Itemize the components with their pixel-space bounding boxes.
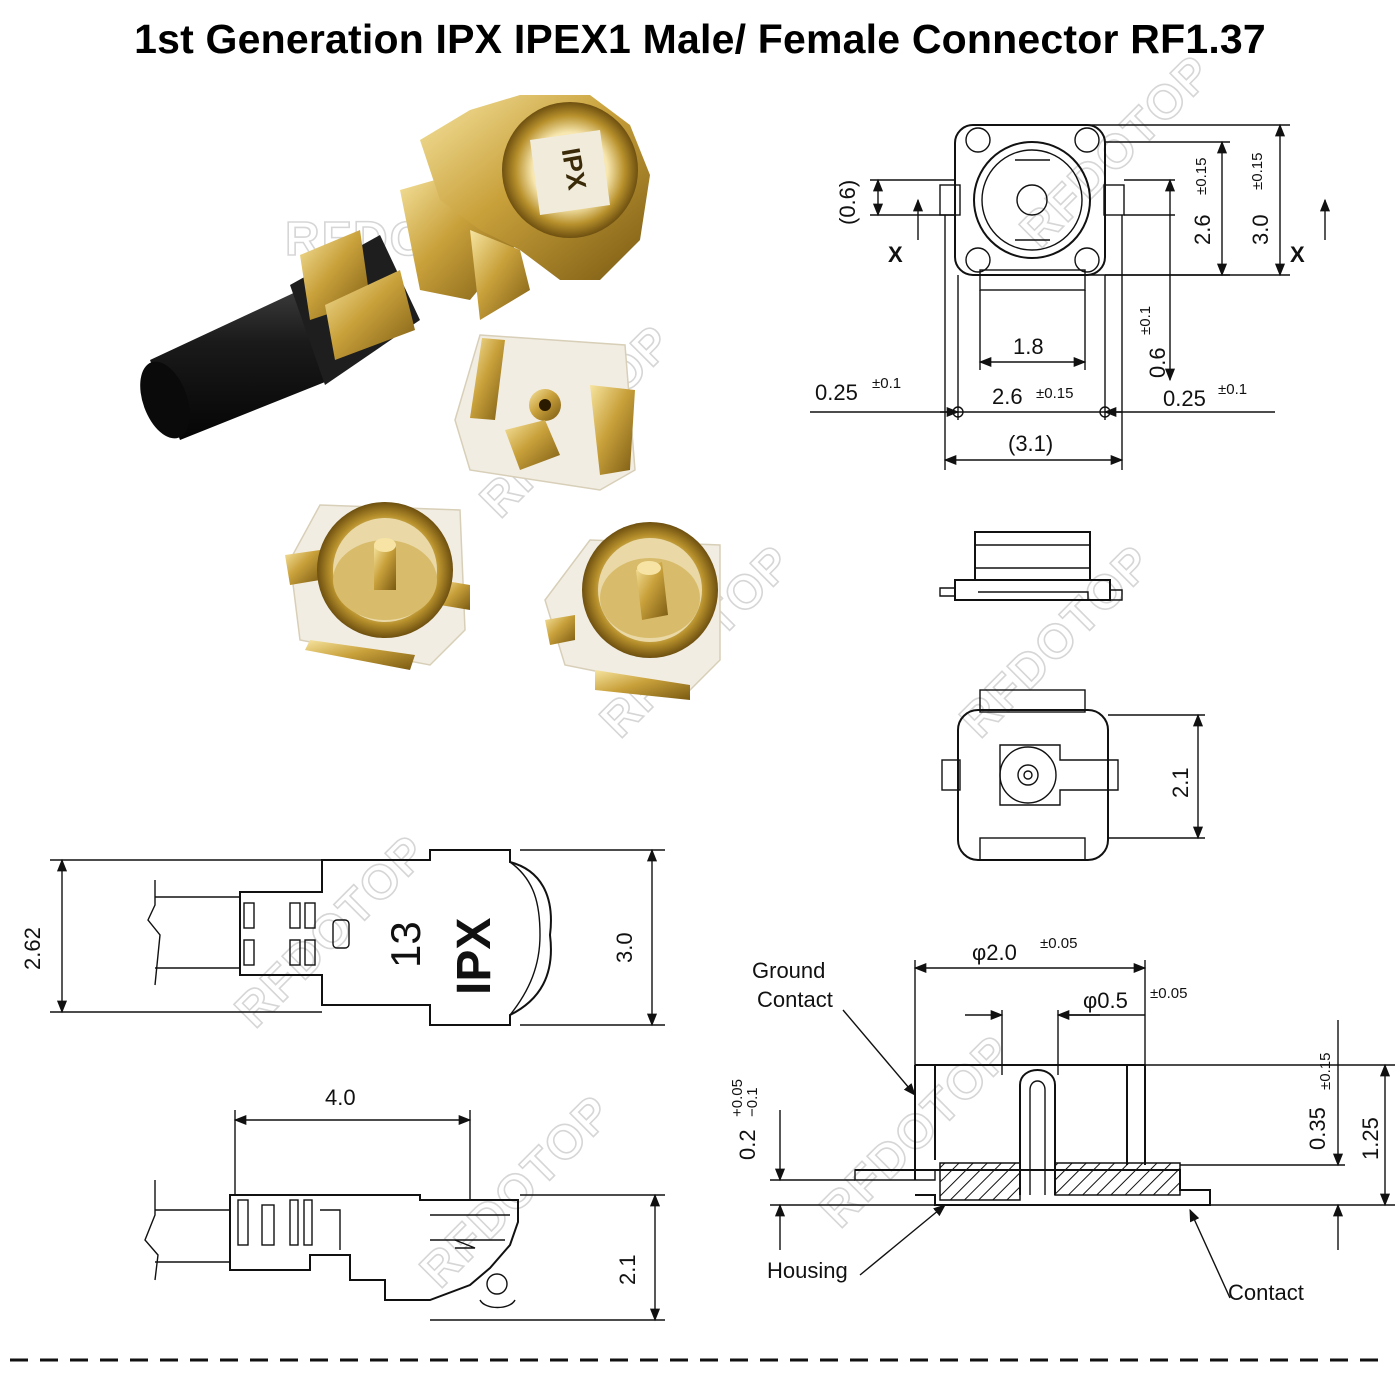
dim-bottom-height: 2.1: [1168, 767, 1193, 798]
dim-outer-dia-tol: ±0.05: [1040, 935, 1077, 952]
photo-receptacle-bottom: [454, 334, 636, 491]
plug-brand-marking: IPX: [448, 918, 501, 995]
dim-height-inner: 2.6: [1190, 214, 1215, 245]
photo-receptacle-left: [285, 502, 470, 670]
dim-plug-left-height: 2.62: [20, 927, 45, 970]
dim-mid-height-tol: ±0.15: [1317, 1053, 1334, 1090]
dim-height-outer-tol: ±0.15: [1249, 153, 1266, 190]
dim-total-height: 1.25: [1358, 1117, 1383, 1160]
label-ground: Ground: [752, 958, 825, 983]
dim-height-inner-tol: ±0.15: [1193, 158, 1210, 195]
dim-pin-dia: φ0.5: [1083, 988, 1128, 1013]
section-mark-right: X: [1290, 242, 1305, 267]
dim-pad-width: (0.6): [835, 180, 860, 225]
label-contact: Contact: [1228, 1280, 1304, 1305]
dim-base-tol-minus: −0.1: [744, 1087, 761, 1117]
dim-overall-width: (3.1): [1008, 431, 1053, 456]
dim-left-pad-tol: ±0.1: [872, 375, 901, 392]
dim-plug-side-height: 2.1: [615, 1254, 640, 1285]
dim-body-width-tol: ±0.15: [1036, 385, 1073, 402]
dim-pad-gap: 0.6: [1145, 347, 1170, 378]
watermark-text: RFDOTOP: [410, 1085, 623, 1298]
dim-plug-length: 4.0: [325, 1085, 356, 1110]
receptacle-top-view: X X 3.0 ±0.15 2.6 ±0.15 (0.6) 0.6 ±0.1 1…: [810, 123, 1331, 470]
page-title: 1st Generation IPX IPEX1 Male/ Female Co…: [134, 16, 1266, 62]
svg-text:IPX: IPX: [556, 146, 593, 193]
photo-receptacle-right: [544, 522, 721, 700]
dim-inner-width: 1.8: [1013, 334, 1044, 359]
dim-mid-height: 0.35: [1305, 1107, 1330, 1150]
dim-pin-dia-tol: ±0.05: [1150, 985, 1187, 1002]
receptacle-side-view: [939, 531, 1123, 601]
receptacle-cross-section: φ2.0 ±0.05 φ0.5 ±0.05 1.25 0.35 ±0.15 0.…: [729, 935, 1395, 1305]
plug-side-view: 4.0 2.1: [144, 1085, 665, 1322]
plug-top-view: 13 IPX 2.62 3.0: [20, 848, 665, 1027]
watermark-text: RFDOTOP: [950, 535, 1163, 748]
dim-plug-right-height: 3.0: [612, 932, 637, 963]
dim-right-pad-tol: ±0.1: [1218, 381, 1247, 398]
section-mark-left: X: [888, 242, 903, 267]
dim-body-width: 2.6: [992, 384, 1023, 409]
photo-cable-plug: IPX: [140, 95, 650, 440]
dim-height-outer: 3.0: [1248, 214, 1273, 245]
dim-left-pad: 0.25: [815, 380, 858, 405]
receptacle-bottom-view: 2.1: [941, 689, 1205, 861]
label-ground-contact: Contact: [757, 987, 833, 1012]
dim-outer-dia: φ2.0: [972, 940, 1017, 965]
dim-right-pad: 0.25: [1163, 386, 1206, 411]
watermarks: RFDOTOP RFDOTOP RFDOTOP RFDOTOP RFDOTOP …: [225, 44, 1224, 1298]
plug-code-marking: 13: [382, 921, 429, 968]
label-housing: Housing: [767, 1258, 848, 1283]
dim-base-tol-plus: +0.05: [729, 1079, 746, 1117]
dim-base-height: 0.2: [735, 1129, 760, 1160]
dim-pad-gap-tol: ±0.1: [1137, 306, 1154, 335]
